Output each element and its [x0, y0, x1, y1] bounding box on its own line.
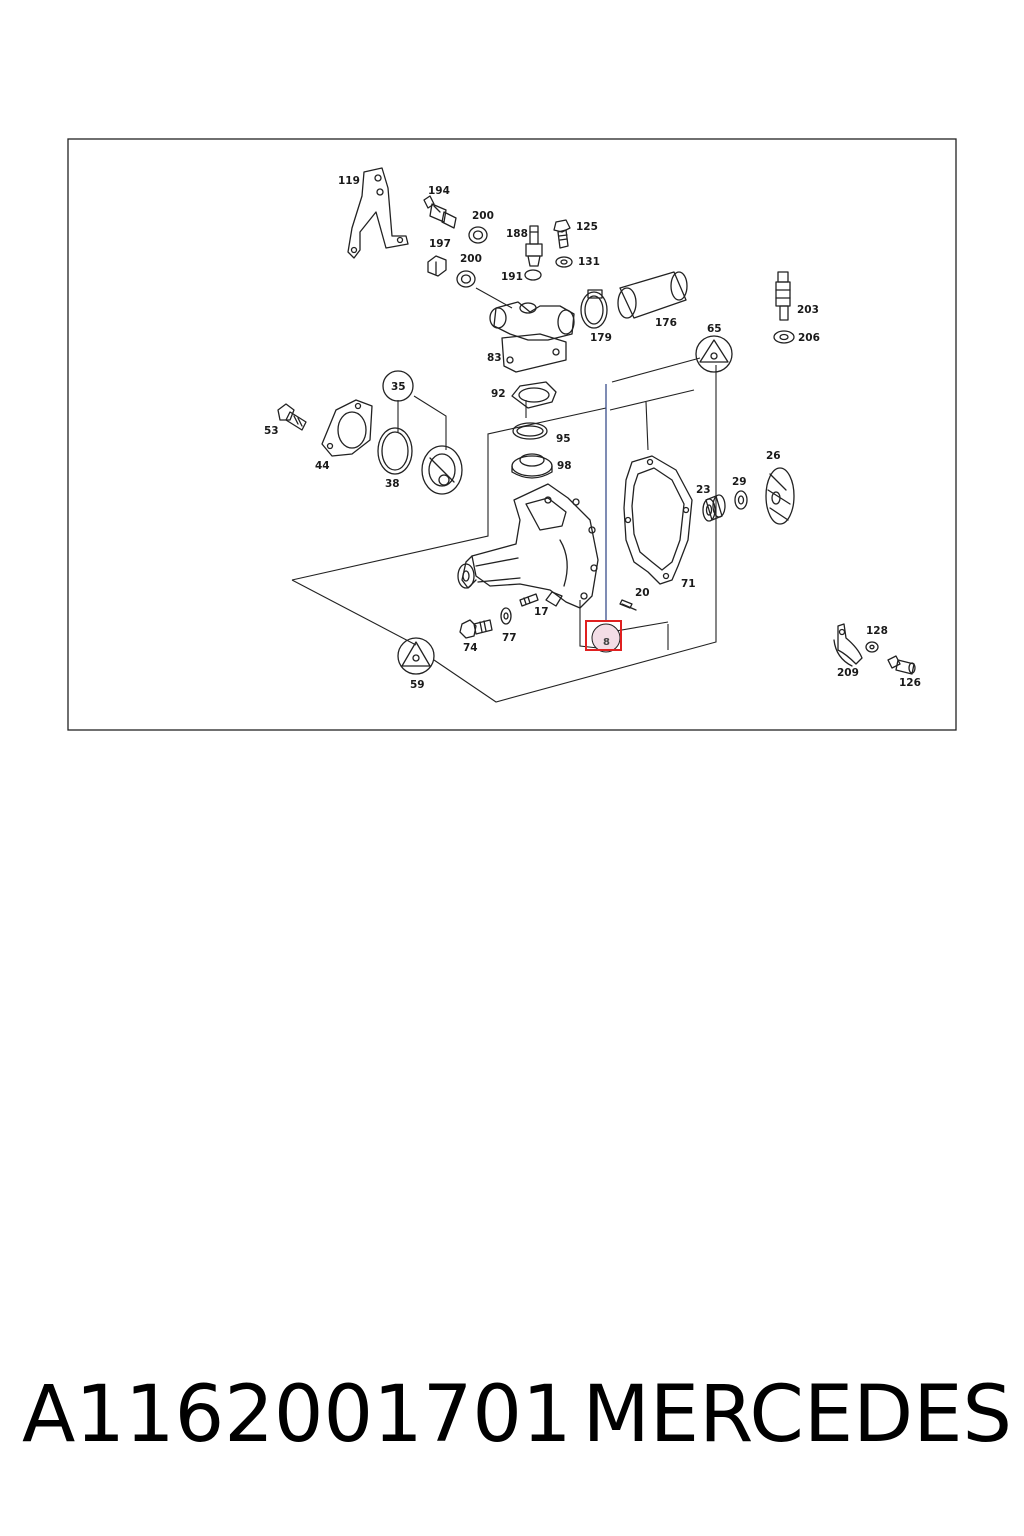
label-8[interactable]: 8 [603, 637, 610, 648]
label-200-a: 200 [472, 210, 494, 222]
clip-209 [833, 623, 863, 667]
label-26: 26 [766, 450, 781, 462]
bushing-23 [702, 494, 726, 522]
plug-197 [427, 255, 447, 277]
washer-206 [773, 330, 795, 344]
label-83: 83 [487, 352, 502, 364]
label-197: 197 [429, 238, 451, 250]
label-71: 71 [681, 578, 696, 590]
label-194: 194 [428, 185, 450, 197]
sensor-194 [423, 195, 457, 229]
gasket-92 [511, 381, 557, 409]
label-20: 20 [635, 587, 650, 599]
label-17: 17 [534, 606, 549, 618]
plate-65 [695, 335, 733, 373]
label-179: 179 [590, 332, 612, 344]
oring-95 [512, 422, 548, 440]
label-125: 125 [576, 221, 598, 233]
water-pump-body [457, 483, 599, 609]
label-53: 53 [264, 425, 279, 437]
label-206: 206 [798, 332, 820, 344]
label-29: 29 [732, 476, 747, 488]
hose-176 [617, 271, 688, 319]
cover-44 [321, 399, 373, 457]
label-35: 35 [391, 381, 406, 393]
label-65: 65 [707, 323, 722, 335]
housing-83 [489, 301, 575, 373]
washer-29 [734, 490, 748, 510]
washer-128 [865, 641, 879, 653]
label-98: 98 [557, 460, 572, 472]
label-44: 44 [315, 460, 330, 472]
diagram-frame [67, 138, 957, 731]
assembly-outline [291, 287, 717, 703]
washer-131 [555, 256, 573, 268]
plate-59 [397, 637, 435, 675]
sensor-188 [525, 225, 543, 267]
callout-35 [382, 370, 414, 402]
washer-77 [500, 607, 512, 625]
label-126: 126 [899, 677, 921, 689]
highlighted-part-8[interactable] [585, 620, 622, 653]
gasket-71 [623, 455, 693, 585]
label-209: 209 [837, 667, 859, 679]
label-203: 203 [797, 304, 819, 316]
seal-98 [511, 453, 553, 479]
label-77: 77 [502, 632, 517, 644]
label-188: 188 [506, 228, 528, 240]
parts-diagram: 119 194 200 188 125 197 200 191 131 176 … [67, 138, 957, 731]
label-23: 23 [696, 484, 711, 496]
brand-name: MERCEDES [582, 1370, 1013, 1460]
label-200-b: 200 [460, 253, 482, 265]
caption: A1162001701 MERCEDES [22, 1360, 1012, 1470]
bolt-74 [459, 619, 493, 639]
label-128: 128 [866, 625, 888, 637]
part-number: A1162001701 [22, 1370, 572, 1460]
label-119: 119 [338, 175, 360, 187]
label-74: 74 [463, 642, 478, 654]
bracket-119 [347, 167, 409, 259]
stud-17 [519, 593, 539, 607]
label-95: 95 [556, 433, 571, 445]
washer-191 [524, 269, 542, 281]
label-131: 131 [578, 256, 600, 268]
label-38: 38 [385, 478, 400, 490]
bolt-125 [553, 219, 571, 249]
washer-200-b [456, 270, 476, 288]
washer-200-a [468, 226, 488, 244]
part-labels: 119 194 200 188 125 197 200 191 131 176 … [264, 175, 921, 691]
label-191: 191 [501, 271, 523, 283]
impeller-26 [765, 467, 795, 525]
bolt-126 [887, 655, 916, 675]
label-92: 92 [491, 388, 506, 400]
bolt-53 [277, 403, 307, 431]
clamp-179 [580, 289, 608, 329]
label-176: 176 [655, 317, 677, 329]
oring-38 [377, 427, 413, 475]
thermostat [421, 445, 463, 495]
sensor-203 [775, 271, 791, 321]
label-59: 59 [410, 679, 425, 691]
